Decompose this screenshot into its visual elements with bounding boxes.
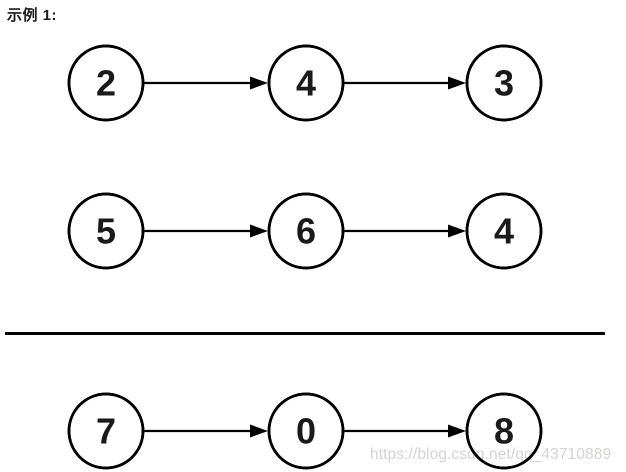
list-node-value: 4 — [494, 211, 514, 252]
list-node-value: 2 — [96, 63, 116, 104]
list-node-outline — [267, 192, 345, 270]
arrow-head-icon — [250, 76, 268, 90]
arrow-head-icon — [448, 224, 466, 238]
arrow-head-icon — [250, 224, 268, 238]
arrow-head-icon — [448, 424, 466, 438]
arrows-layer — [5, 76, 605, 438]
list-node-value: 5 — [96, 211, 116, 252]
list-node-outline — [67, 392, 145, 470]
watermark: https://blog.csdn.net/qq_43710889 — [370, 446, 611, 463]
list-node-outline — [465, 192, 543, 270]
list-node-outline — [67, 192, 145, 270]
node-outlines-layer — [67, 44, 543, 470]
arrow-head-icon — [448, 76, 466, 90]
list-node-value: 7 — [96, 411, 116, 452]
list-node-value: 6 — [296, 211, 316, 252]
list-node-outline — [465, 392, 543, 470]
list-node-outline — [67, 44, 145, 122]
list-node-value: 0 — [296, 411, 316, 452]
list-node-outline — [267, 44, 345, 122]
list-node-value: 3 — [494, 63, 514, 104]
list-node-value: 8 — [494, 411, 514, 452]
example-label: 示例 1: — [7, 7, 58, 24]
list-node-outline — [465, 44, 543, 122]
nodes-layer: 2 4 3 5 6 4 7 0 8 — [67, 44, 543, 470]
list-node-outline — [267, 392, 345, 470]
list-node-value: 4 — [296, 63, 316, 104]
arrow-head-icon — [250, 424, 268, 438]
